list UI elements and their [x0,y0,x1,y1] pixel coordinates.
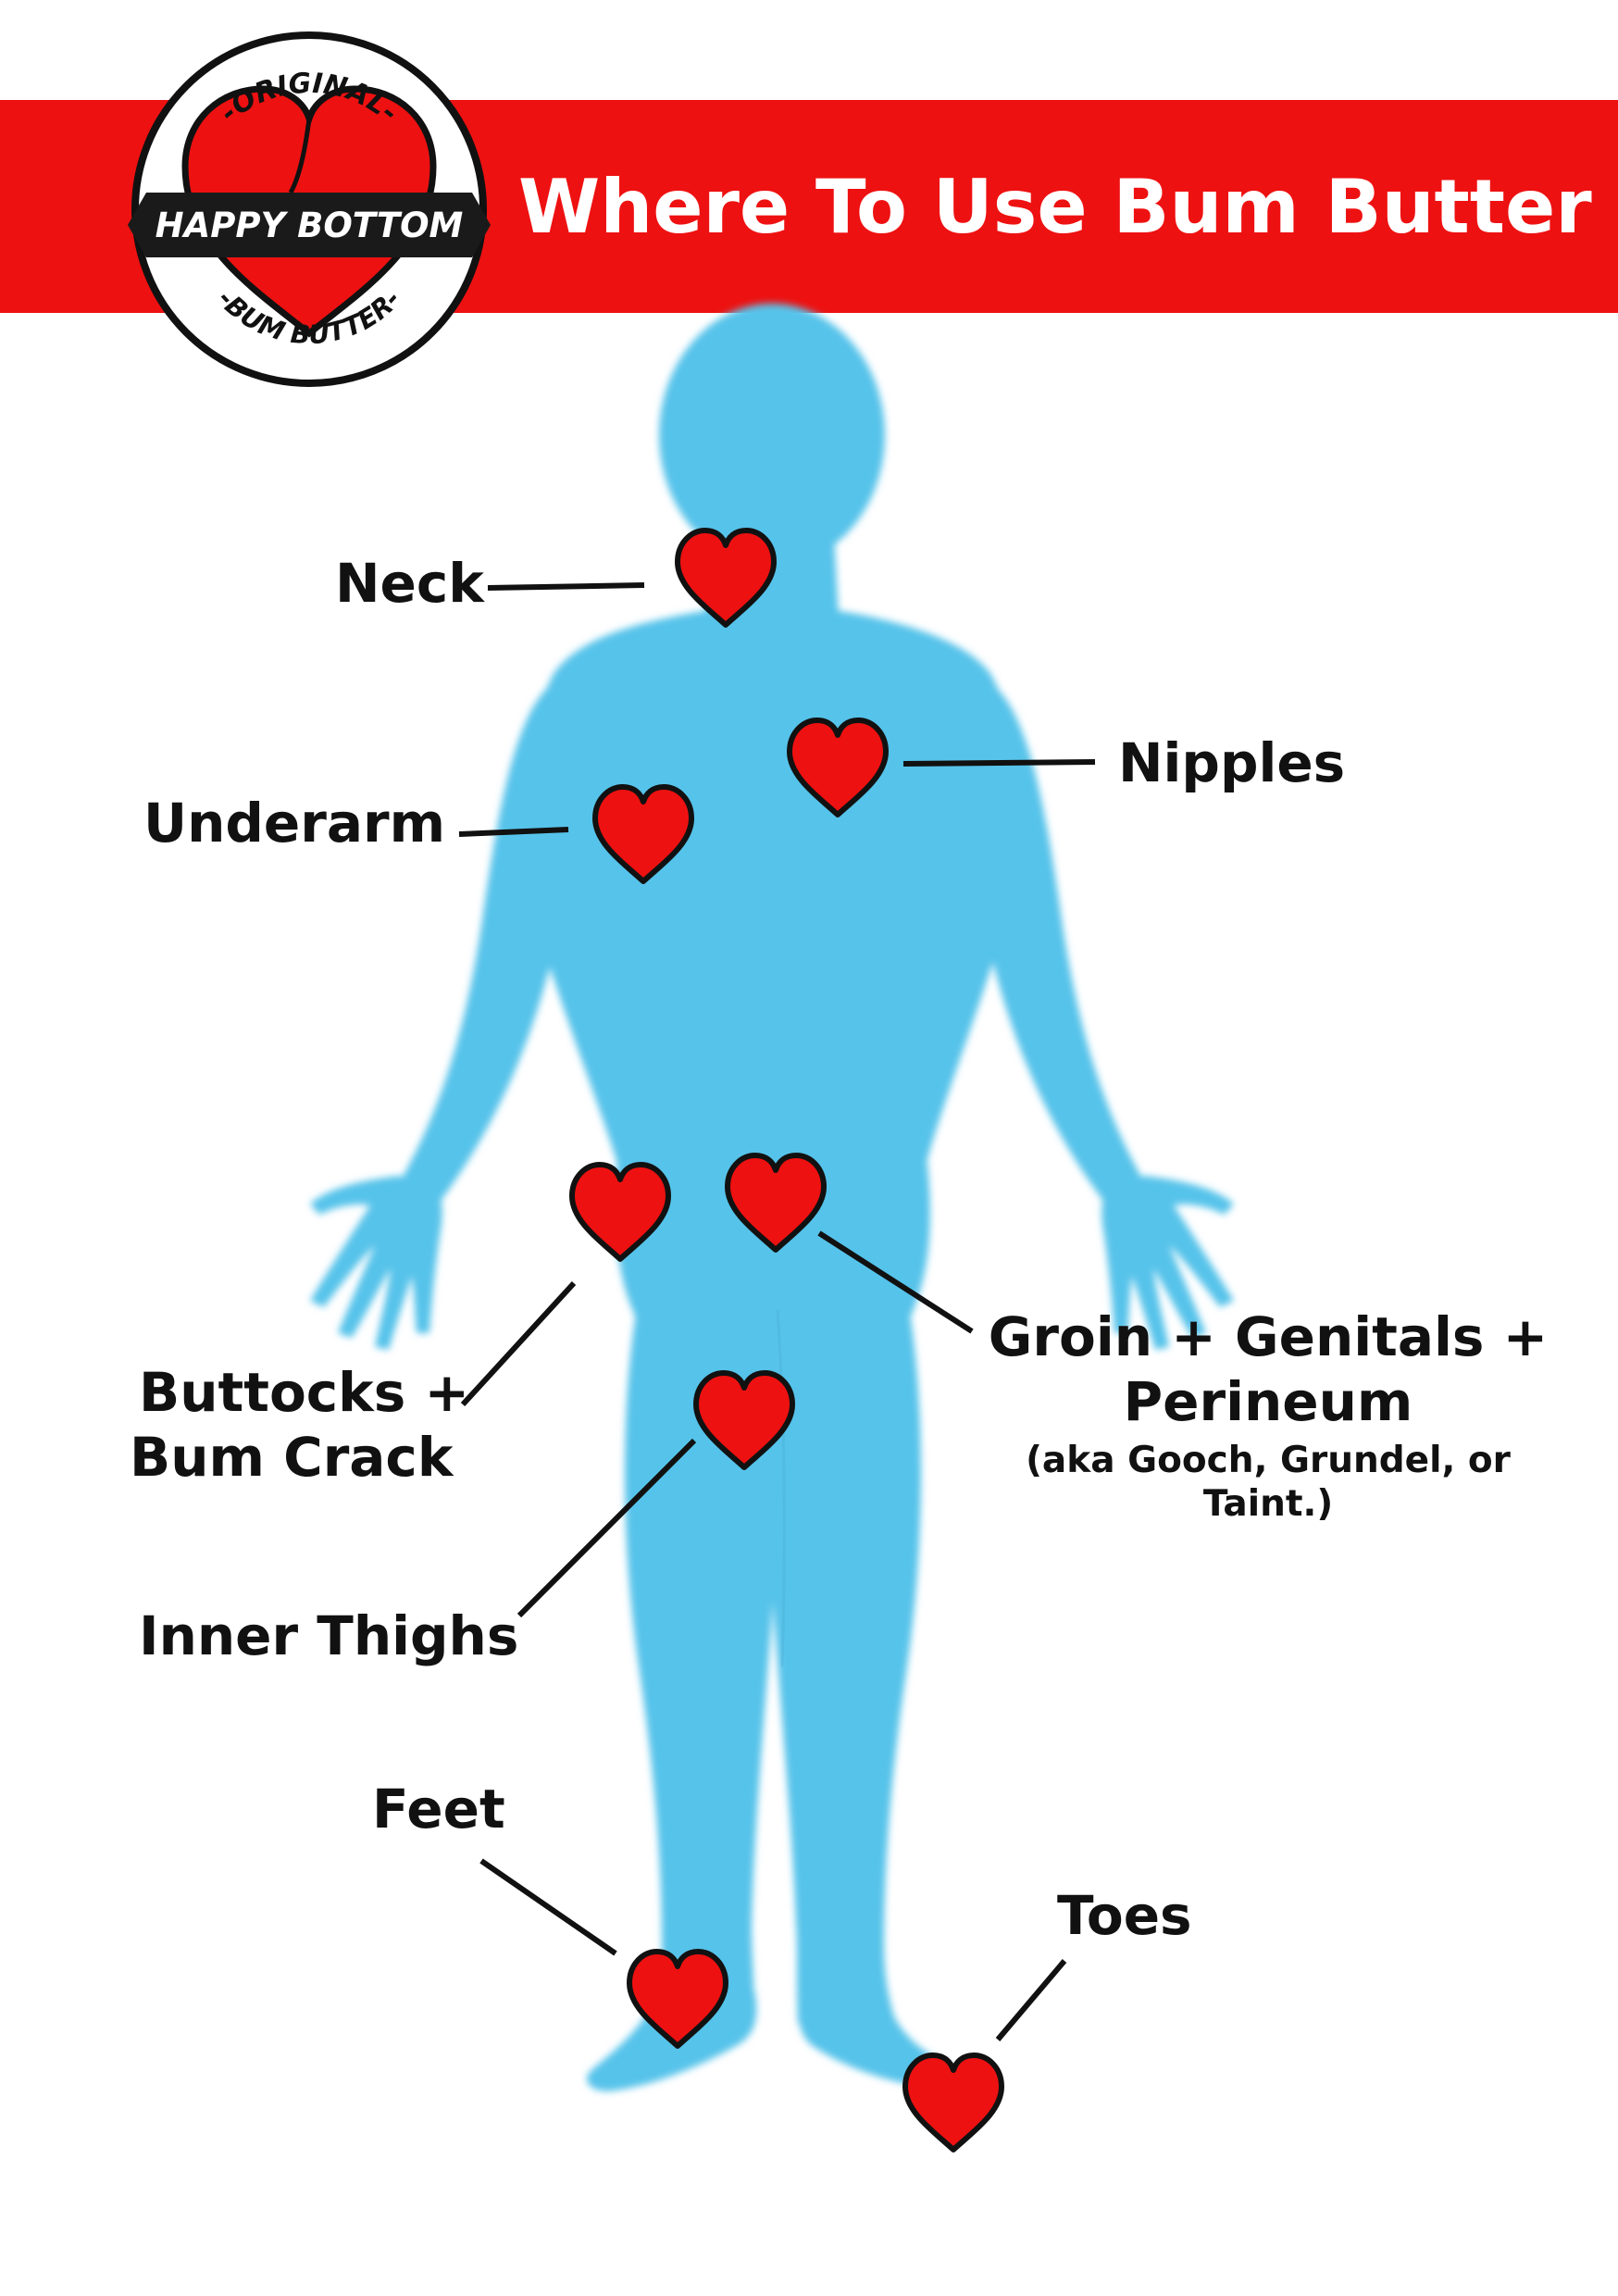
groin-leader-line [817,1230,974,1334]
groin-label-line-1: Groin + Genitals + [988,1305,1549,1368]
neck-label: Neck [335,552,484,615]
logo-ribbon-right-tail [472,193,491,257]
page-title: Where To Use Bum Butter [518,163,1592,250]
groin-note-line-1: (aka Gooch, Grundel, or [1026,1440,1511,1482]
buttocks-label-block: Buttocks + Bum Crack [130,1361,470,1490]
logo-ribbon [146,193,472,257]
buttocks-label-line-1: Buttocks + [139,1361,470,1424]
inner-thighs-leader-line [517,1438,697,1618]
toes-heart-icon [905,2055,1002,2150]
feet-label: Feet [372,1778,505,1841]
underarm-leader-line [458,827,569,837]
happy-bottom-logo: HAPPY BOTTOM -ORIGINAL- -BUM BUTTER- [128,31,491,387]
logo-ribbon-text: HAPPY BOTTOM [156,206,464,245]
nipples-leader-line [902,759,1096,767]
toes-leader-line [995,1959,1067,2041]
buttocks-leader-line [460,1280,577,1407]
inner-thighs-label: Inner Thighs [139,1604,519,1667]
underarm-label: Underarm [143,792,446,855]
buttocks-label-line-2: Bum Crack [130,1425,454,1489]
logo-heart-crease [288,118,312,194]
feet-leader-line [479,1858,617,1956]
nipples-label: Nipples [1118,731,1346,794]
groin-label-line-2: Perineum [1123,1369,1413,1433]
neck-leader-line [487,582,645,591]
logo-ribbon-left-tail [128,193,146,257]
groin-note-line-2: Taint.) [1202,1482,1334,1525]
toes-label: Toes [1057,1884,1192,1947]
leg-separation-line [776,1309,786,1667]
groin-label-block: Groin + Genitals + Perineum (aka Gooch, … [972,1305,1564,1527]
